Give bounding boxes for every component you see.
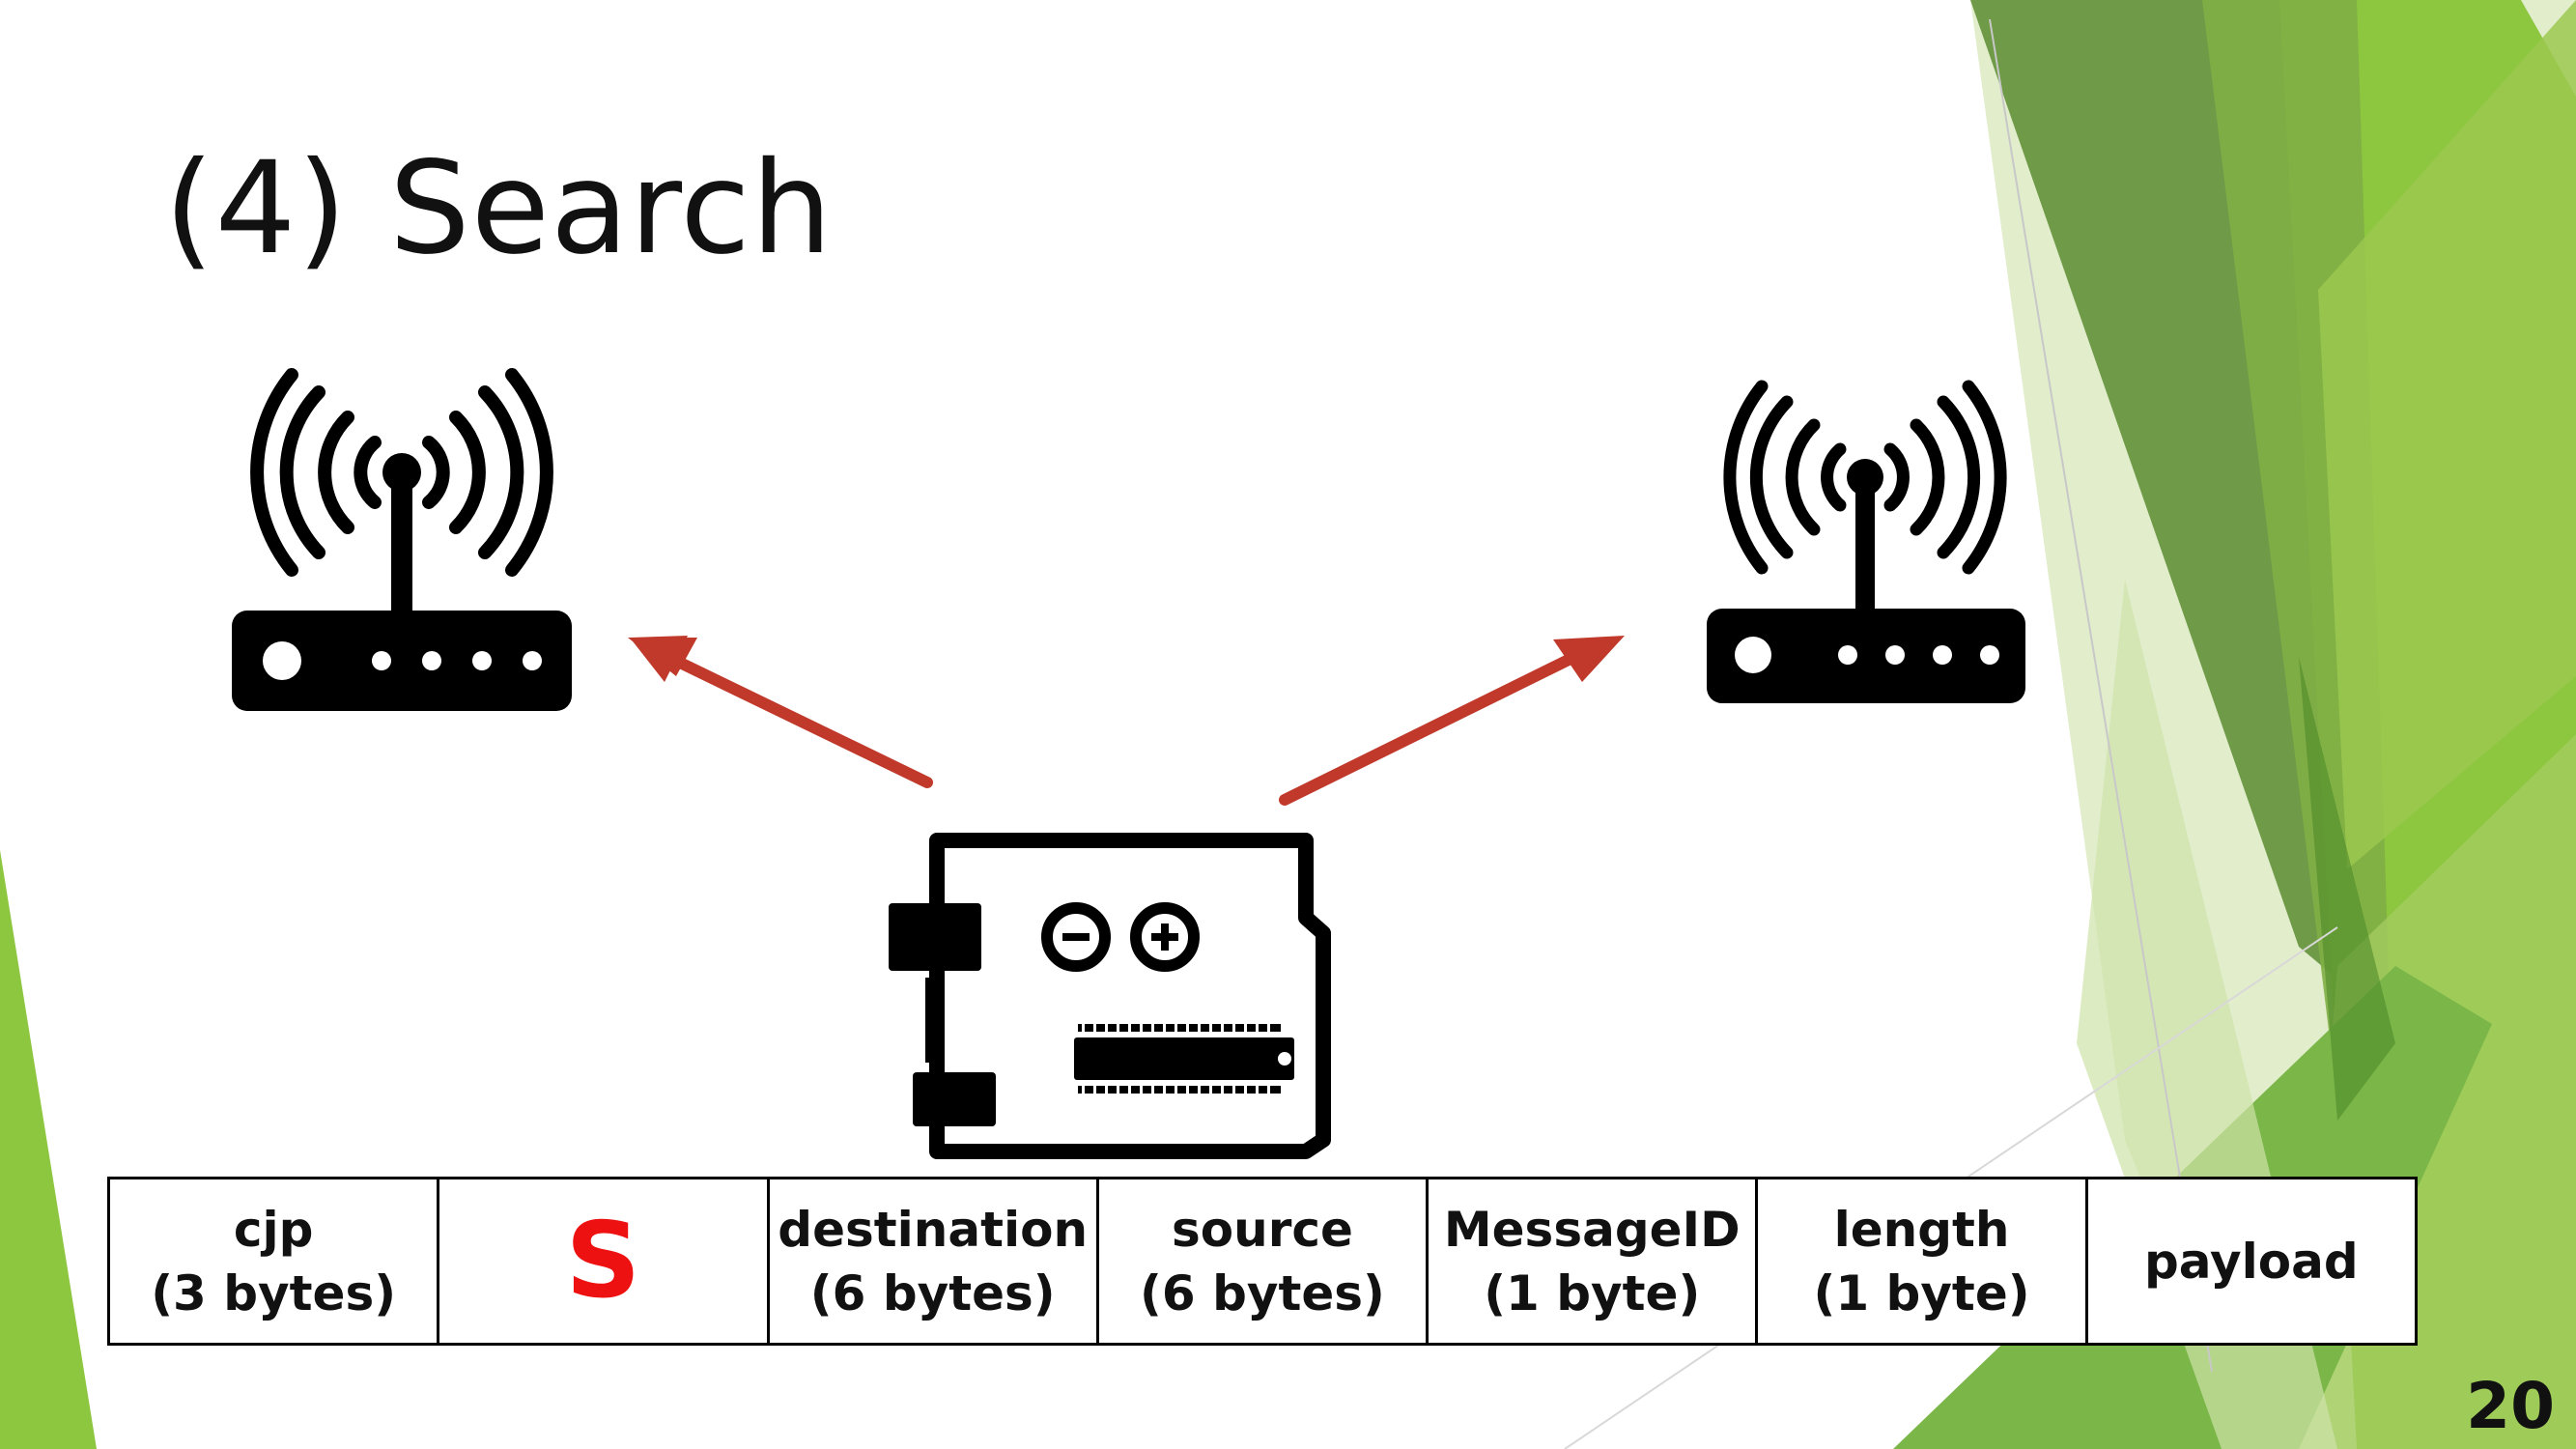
packet-format-table: cjp (3 bytes) S destination (6 bytes) so… bbox=[107, 1177, 2418, 1346]
slide-title: (4) Search bbox=[164, 134, 834, 283]
packet-field-destination: destination (6 bytes) bbox=[770, 1179, 1099, 1343]
slide-number: 20 bbox=[2466, 1369, 2555, 1443]
packet-field-cjp: cjp (3 bytes) bbox=[110, 1179, 440, 1343]
packet-field-payload: payload bbox=[2144, 1233, 2359, 1290]
packet-field-message-id: MessageID (1 byte) bbox=[1429, 1179, 1759, 1343]
packet-field-length: length (1 byte) bbox=[1758, 1179, 2088, 1343]
packet-field-type-marker: S bbox=[439, 1179, 770, 1343]
packet-field-source: source (6 bytes) bbox=[1099, 1179, 1430, 1343]
